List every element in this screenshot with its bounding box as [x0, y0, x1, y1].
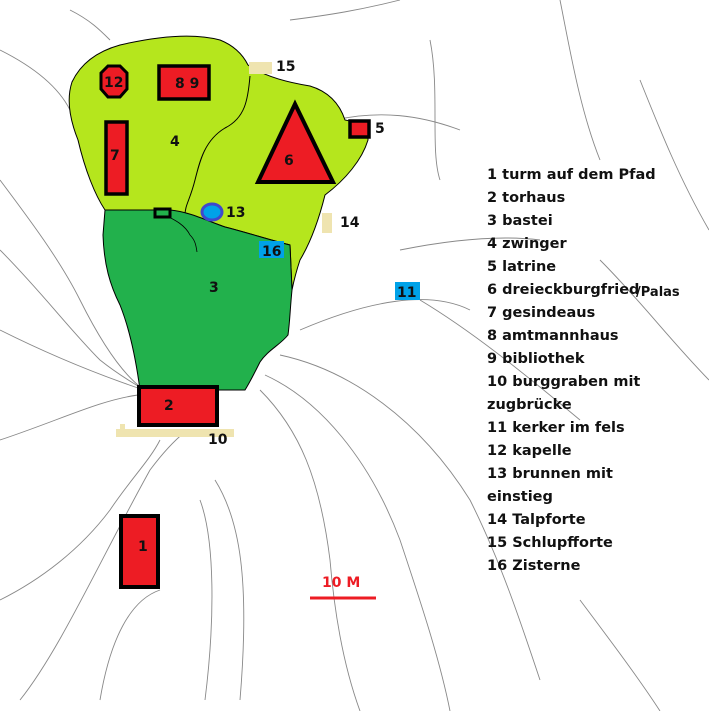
- gate-15-schlupfforte: [249, 62, 272, 74]
- legend-item: 16 Zisterne: [487, 558, 581, 574]
- legend-item: 11 kerker im fels: [487, 420, 625, 436]
- label-8-9: 8 9: [175, 76, 199, 92]
- legend-item: einstieg: [487, 489, 553, 505]
- label-11: 11: [397, 285, 416, 301]
- label-10: 10: [208, 432, 228, 448]
- legend-item: 9 bibliothek: [487, 351, 585, 367]
- legend-item: 2 torhaus: [487, 190, 565, 206]
- legend-item: 13 brunnen mit: [487, 466, 613, 482]
- legend-item: 7 gesindeaus: [487, 305, 595, 321]
- label-7: 7: [110, 148, 120, 164]
- legend-item: 5 latrine: [487, 259, 556, 275]
- legend-item: 12 kapelle: [487, 443, 572, 459]
- building-8-9-amtmannhaus-bibliothek: [157, 64, 211, 101]
- legend-item: 14 Talpforte: [487, 512, 586, 528]
- label-2: 2: [164, 398, 174, 414]
- gate-14-talpforte: [322, 213, 332, 233]
- well-13: [200, 202, 224, 222]
- bastei-area: [102, 209, 293, 391]
- cistern-16: [259, 241, 284, 258]
- legend-item: 15 Schlupfforte: [487, 535, 613, 551]
- passage-marker: [153, 207, 172, 219]
- moat-bridge-10: [116, 429, 234, 437]
- legend-item-suffix: /Palas: [636, 285, 680, 300]
- label-13: 13: [226, 205, 245, 221]
- legend-item: 8 amtmannhaus: [487, 328, 619, 344]
- building-1-turm: [119, 514, 160, 589]
- legend-item: 3 bastei: [487, 213, 553, 229]
- dungeon-11: [395, 282, 420, 300]
- building-12-kapelle: [99, 64, 129, 99]
- legend-item: 6 dreieckburgfried: [487, 282, 639, 298]
- label-16: 16: [262, 244, 281, 260]
- label-3: 3: [209, 280, 219, 296]
- label-1: 1: [138, 539, 148, 555]
- label-6: 6: [284, 153, 294, 169]
- label-15: 15: [276, 59, 295, 75]
- legend-item: 10 burggraben mit: [487, 374, 640, 390]
- label-4: 4: [170, 134, 180, 150]
- zwinger-divider: [184, 75, 251, 216]
- label-12: 12: [104, 75, 123, 91]
- building-5-latrine: [348, 119, 371, 139]
- building-2-torhaus: [137, 385, 219, 427]
- label-14: 14: [340, 215, 360, 231]
- building-7-gesindeaus: [104, 120, 129, 196]
- legend-item: zugbrücke: [487, 397, 572, 413]
- label-5: 5: [375, 121, 385, 137]
- bastei-crack: [164, 214, 198, 253]
- scale-bar-label: 10 M: [322, 575, 360, 591]
- legend-item: 1 turm auf dem Pfad: [487, 167, 656, 183]
- moat-bridge-post: [120, 424, 125, 432]
- legend-item: 4 zwinger: [487, 236, 567, 252]
- legend: 1 turm auf dem Pfad 2 torhaus 3 bastei 4…: [487, 167, 680, 574]
- building-6-burgfried: [254, 99, 337, 184]
